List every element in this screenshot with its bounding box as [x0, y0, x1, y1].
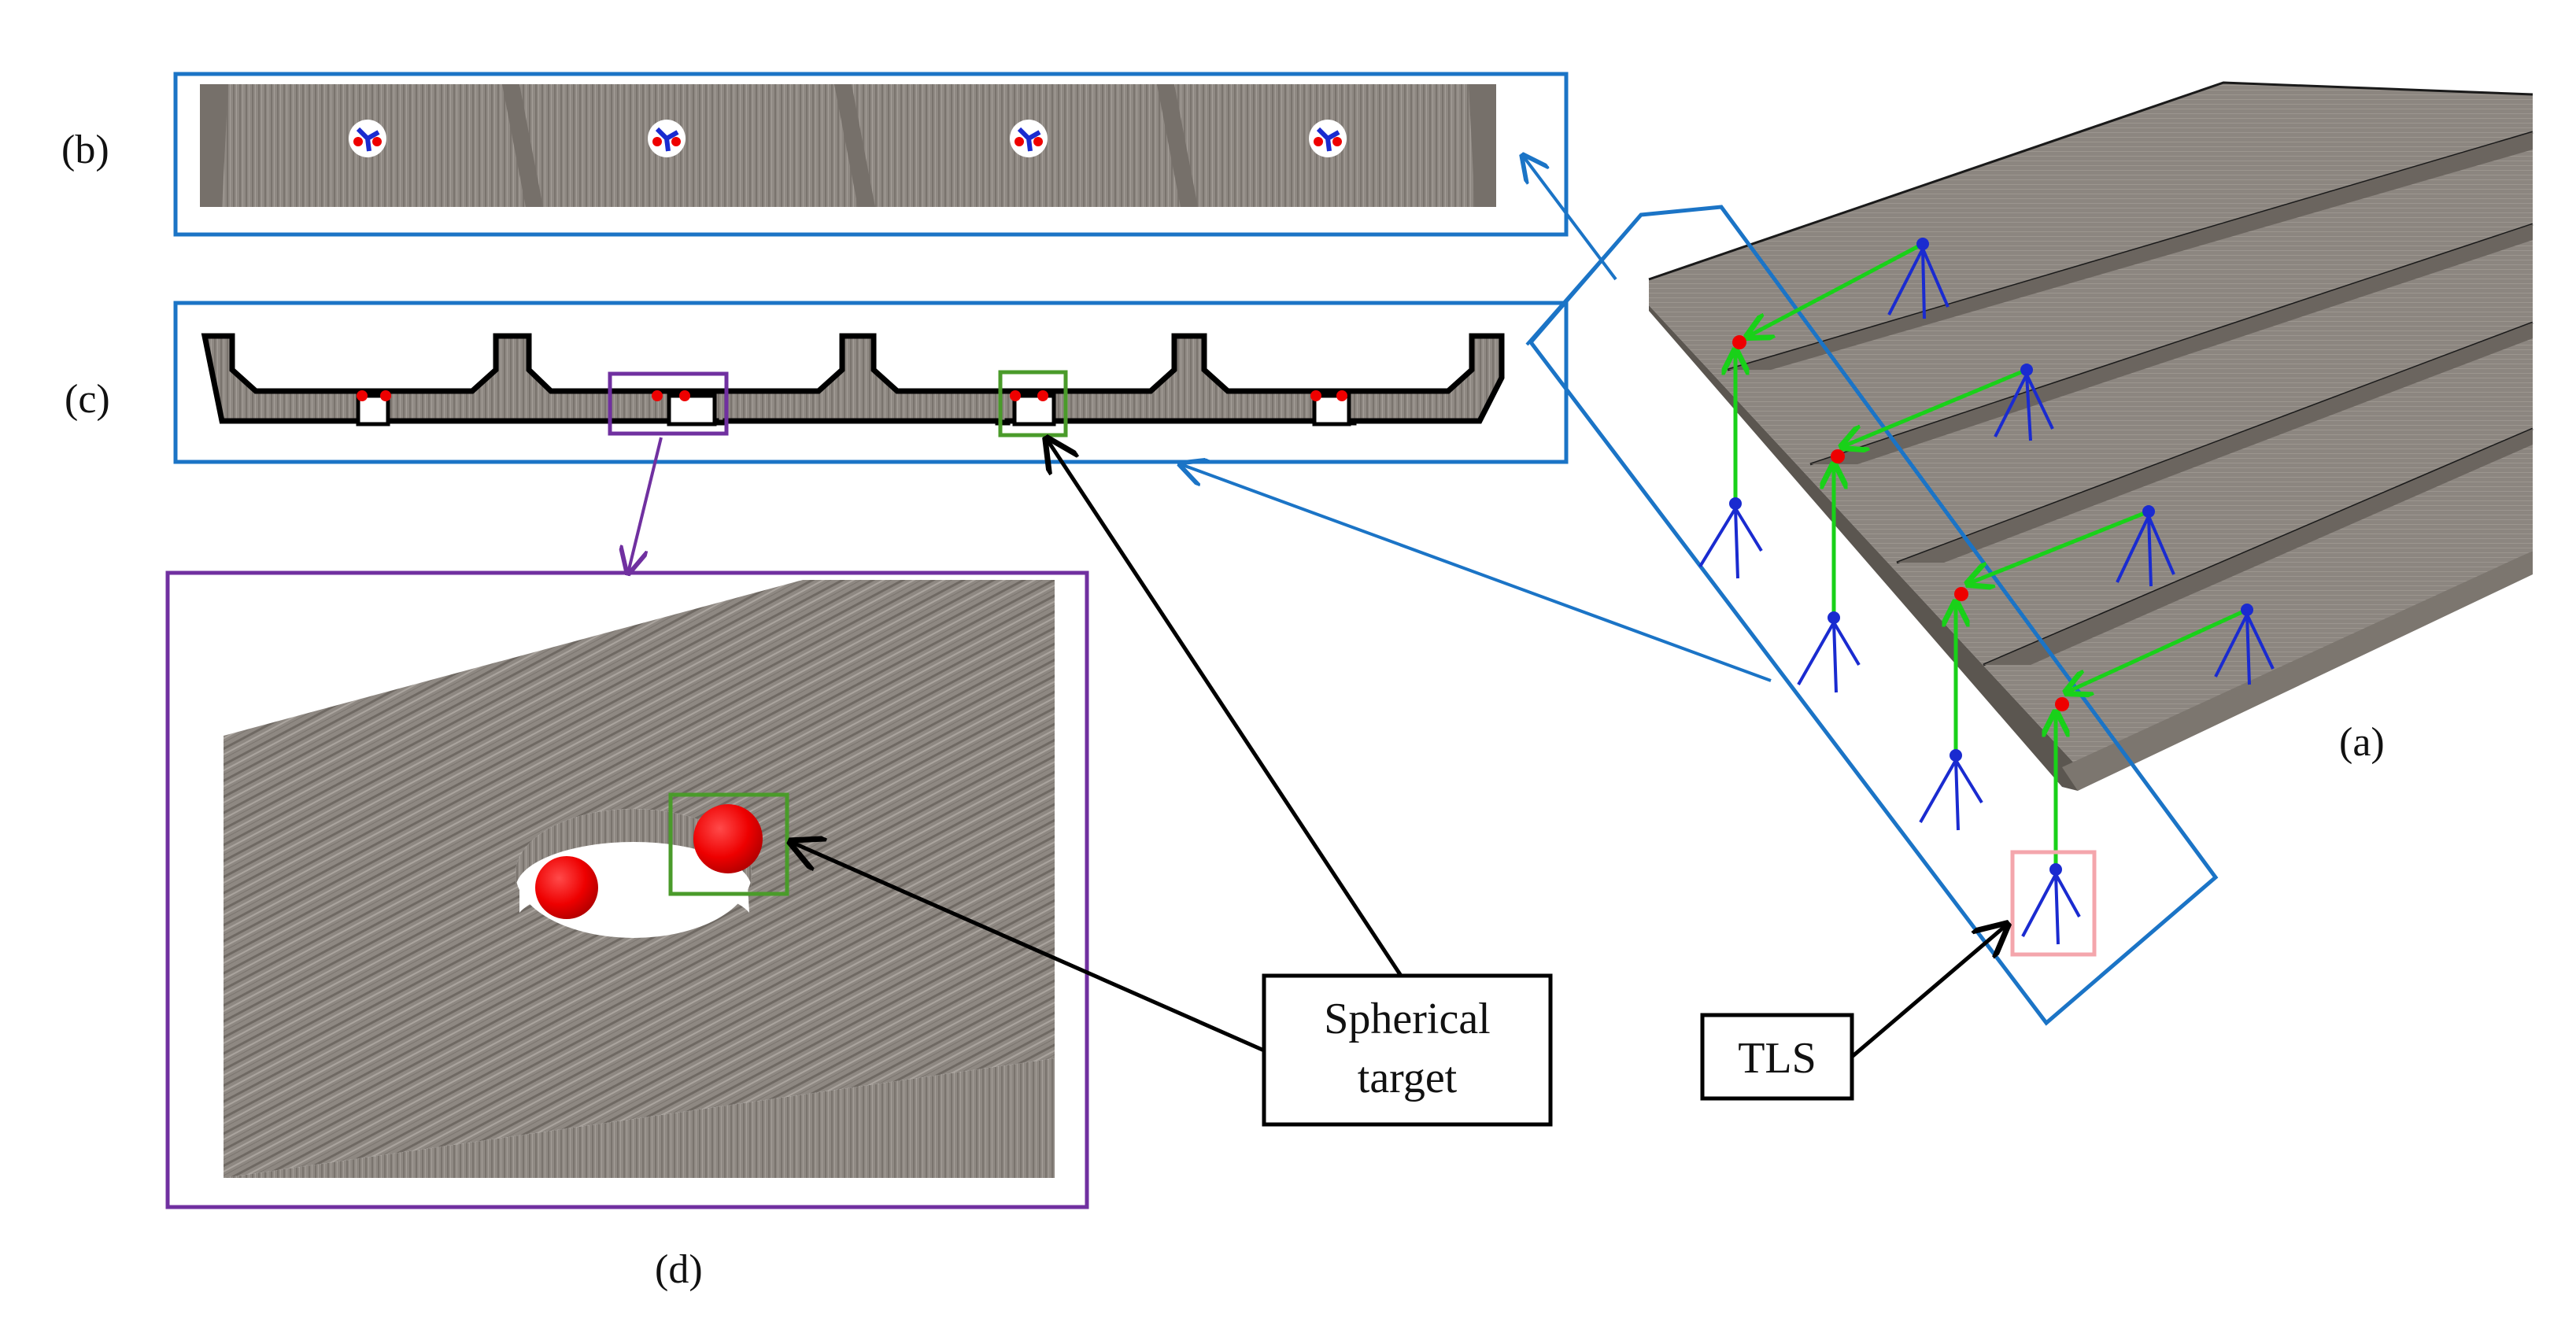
panel-a-scanner-top-4: [2214, 604, 2275, 685]
panel-b-target-4: [1309, 120, 1347, 157]
panel-a-scan-rays: [1735, 242, 2249, 866]
spherical-target-arrow-to-c: [1047, 439, 1403, 977]
panel-c-green-highlight: [998, 370, 1068, 437]
spherical-target-arrow-to-d: [791, 842, 1266, 1053]
panel-b-label: (b): [61, 127, 109, 172]
panel-a-girder-bands: [1728, 132, 2533, 665]
panel-b-frame: [173, 72, 1569, 237]
purple-zoom-arrow: [628, 437, 663, 573]
tls-arrow: [1850, 925, 2007, 1058]
panel-a-scanner-bottom-3: [1919, 749, 1983, 831]
panel-a: (a): [1528, 81, 2533, 1026]
panel-d-slab-side: [224, 1058, 1055, 1178]
panel-a-scanner-top-2: [1994, 364, 2054, 441]
panel-d-label: (d): [655, 1247, 703, 1292]
panel-b-web-marks: [200, 84, 1496, 207]
panel-d: (d): [165, 570, 1089, 1292]
panel-d-frame: [165, 570, 1089, 1209]
panel-b-target-1: [349, 120, 386, 157]
callout-tls: TLS: [1700, 925, 2007, 1101]
tls-text: TLS: [1738, 1034, 1817, 1083]
spherical-target-box: [1262, 973, 1553, 1127]
panel-b-target-2: [648, 120, 686, 157]
panel-a-scanner-bottom-1: [1698, 497, 1763, 579]
panel-a-scanner-bottom-4: [2021, 863, 2081, 945]
spherical-target-line2: target: [1358, 1054, 1458, 1102]
blue-connectors: [1181, 156, 1772, 682]
panel-b: (b): [61, 72, 1569, 237]
panel-c-openings: [356, 393, 1351, 426]
spherical-target-line1: Spherical: [1324, 995, 1490, 1043]
panel-a-scanner-bottom-2: [1797, 611, 1861, 693]
panel-c-purple-highlight: [608, 371, 729, 436]
panel-c-targets: [357, 390, 1347, 401]
panel-a-scanner-top-1: [1887, 238, 1950, 319]
panel-c-frame: [173, 301, 1569, 464]
panel-a-targets: [1732, 335, 2069, 711]
panel-d-hole-wall: [516, 809, 752, 889]
callout-spherical-target: Spherical target: [791, 439, 1553, 1127]
panel-a-scanner-top-3: [2116, 505, 2175, 587]
panel-c-section-fill: [201, 333, 1505, 426]
panel-d-sphere-right: [693, 804, 763, 873]
panel-b-target-3: [1010, 120, 1048, 157]
panel-a-deck-top: [1649, 83, 2533, 767]
panel-c: (c): [65, 301, 1569, 464]
panel-d-sphere-left: [535, 856, 598, 919]
panel-a-deck-edge: [1649, 279, 2078, 791]
panel-a-label: (a): [2339, 720, 2385, 765]
panel-c-label: (c): [65, 377, 110, 422]
panel-a-tls-highlight: [2010, 850, 2097, 957]
